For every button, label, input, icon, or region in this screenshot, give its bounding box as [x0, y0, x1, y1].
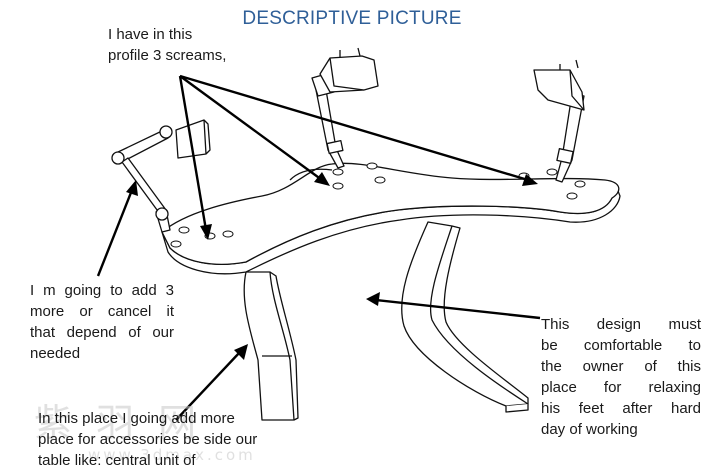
note-line: place for accessories be side our: [38, 431, 258, 448]
arrow-to-left-arm: [96, 180, 138, 277]
middle-support-arm: [311, 47, 379, 169]
arrow-to-table-center: [366, 292, 541, 320]
table-top: [161, 162, 621, 275]
right-leg: [401, 221, 529, 413]
left-leg: [243, 271, 299, 421]
note-line: day of working: [541, 421, 638, 438]
note-line: This design must: [541, 316, 701, 333]
arrow-to-left-edge: [178, 75, 212, 240]
note-line: In this place I going add more: [38, 410, 235, 427]
annotation-arrows: [96, 74, 541, 421]
note-line: be comfortable to: [541, 337, 701, 354]
note-line: profile 3 screams,: [108, 47, 227, 64]
watermark-chars: 紫 羽 网: [34, 401, 203, 445]
note-line: I have in this: [108, 26, 193, 43]
note-line: that depend of our: [30, 324, 174, 341]
note-line: more or cancel it: [30, 303, 174, 320]
arrow-to-middle-holes: [179, 75, 330, 186]
note-add-more: I m going to add 3 more or cancel it tha…: [30, 280, 174, 364]
note-line: his feet after hard: [541, 400, 701, 417]
note-comfort: This design must be comfortable to the o…: [541, 314, 701, 440]
note-profile-screws: I have in this profile 3 screams,: [108, 24, 226, 66]
note-line: the owner of this: [541, 358, 701, 375]
note-line: I m going to add 3: [30, 282, 174, 299]
note-line: table like: central unit of: [38, 452, 196, 469]
arrow-to-left-leg: [175, 344, 248, 421]
arrow-to-right-holes: [179, 74, 538, 186]
page-title: DESCRIPTIVE PICTURE: [242, 8, 462, 29]
note-accessories: In this place I going add more place for…: [38, 408, 257, 471]
note-line: needed: [30, 345, 81, 362]
watermark-url: www.3dmax.com: [88, 446, 256, 464]
right-support-arm: [533, 59, 585, 183]
note-line: place for relaxing: [541, 379, 701, 396]
